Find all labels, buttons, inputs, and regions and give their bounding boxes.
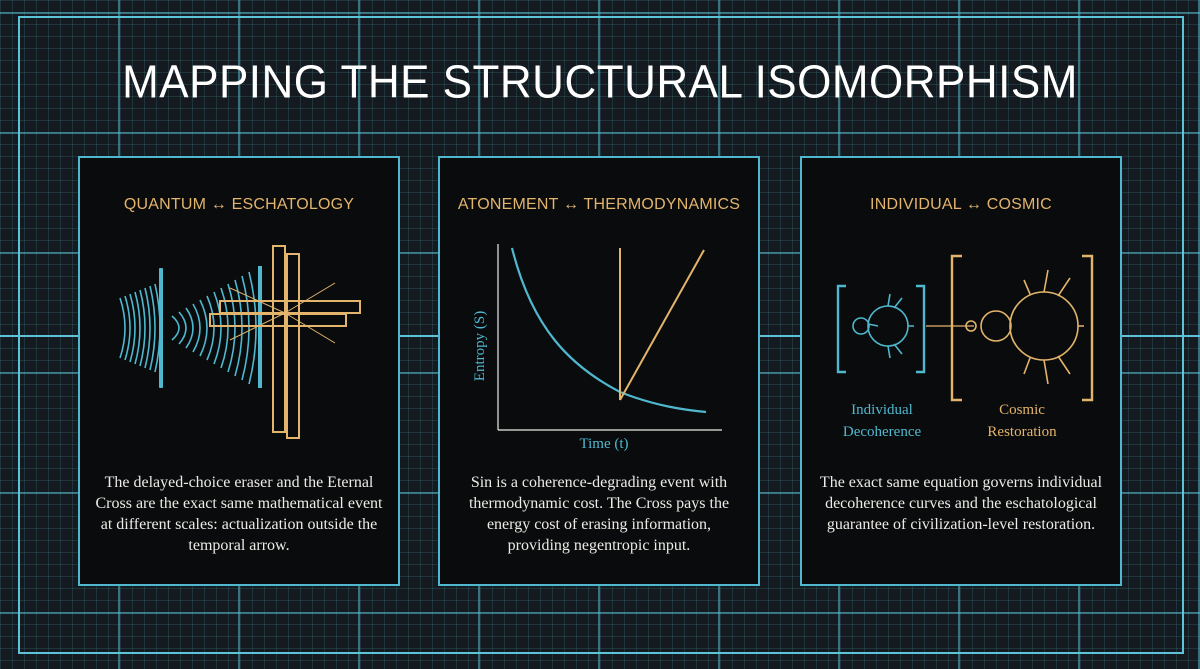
panel-heading: INDIVIDUAL ↔ COSMIC xyxy=(870,196,1052,213)
cosmic-label-line-2: Restoration xyxy=(987,424,1057,440)
wavefront-arc xyxy=(192,303,201,353)
wavefront-arc xyxy=(178,311,187,345)
wavefront-arc xyxy=(199,299,208,357)
cosmic-label-line-1: Cosmic xyxy=(999,402,1045,418)
wavefront-arc xyxy=(241,275,250,381)
page-title: MAPPING THE STRUCTURAL ISOMORPHISM xyxy=(122,56,1078,109)
wavefront-arc xyxy=(227,283,236,373)
wavefront-arc xyxy=(185,307,194,349)
connector-line-middle-right xyxy=(758,335,802,337)
wavefront-arc xyxy=(171,315,180,341)
y-axis-label: Entropy (S) xyxy=(472,311,488,381)
slit-barrier xyxy=(159,268,163,388)
connector-line-left xyxy=(0,335,78,337)
wavefront-arc xyxy=(139,289,146,367)
panel-caption: Sin is a coherence-degrading event with … xyxy=(468,474,730,554)
wavefront-arc xyxy=(119,297,126,359)
double-slit-cross-figure xyxy=(119,245,361,439)
connector-line-middle-left xyxy=(398,335,438,337)
entropy-decay-curve xyxy=(510,247,707,414)
entropy-chart-figure: Entropy (S) Time (t) xyxy=(472,244,722,452)
panel-heading: ATONEMENT ↔ THERMODYNAMICS xyxy=(457,196,741,213)
light-rays xyxy=(229,282,336,344)
connector-line-right xyxy=(1122,335,1200,337)
x-axis-label: Time (t) xyxy=(579,436,628,452)
wavefront-arc xyxy=(144,287,151,369)
wavefront-arc xyxy=(124,295,131,361)
panel-individual-cosmic: INDIVIDUAL ↔ COSMIC Individual Decoheren… xyxy=(800,156,1122,586)
small-bracket-right xyxy=(916,284,926,374)
small-bracket-left xyxy=(836,284,846,374)
wavefront-arc xyxy=(213,291,222,365)
panel-caption: The exact same equation governs individu… xyxy=(819,474,1103,533)
individual-fractal-icon xyxy=(852,293,914,359)
individual-label-line-2: Decoherence xyxy=(843,424,922,440)
wavefront-arc xyxy=(234,279,243,377)
cosmic-fractal-icon xyxy=(965,269,1084,385)
negentropic-input-line xyxy=(619,249,705,401)
wavefront-arc xyxy=(129,293,136,363)
panel-heading: QUANTUM ↔ ESCHATOLOGY xyxy=(123,196,355,213)
panel-caption: The delayed-choice eraser and the Eterna… xyxy=(95,474,383,554)
wavefront-arcs xyxy=(119,271,257,385)
wavefront-arc xyxy=(220,287,229,369)
individual-label-line-1: Individual xyxy=(851,402,913,418)
large-bracket-left xyxy=(950,254,962,402)
wavefront-arc xyxy=(248,271,257,385)
panel-atonement-thermodynamics: ATONEMENT ↔ THERMODYNAMICS Entropy (S) T… xyxy=(438,156,760,586)
wavefront-arc xyxy=(134,291,141,365)
panel-quantum-eschatology: QUANTUM ↔ ESCHATOLOGY The delayed-choice… xyxy=(78,156,400,586)
wavefront-arc xyxy=(206,295,215,361)
cross-icon xyxy=(209,245,361,439)
wavefront-arc xyxy=(149,285,156,371)
mandelbrot-figure: Individual Decoherence Cosmic Restoratio… xyxy=(836,254,1094,440)
large-bracket-right xyxy=(1082,254,1094,402)
